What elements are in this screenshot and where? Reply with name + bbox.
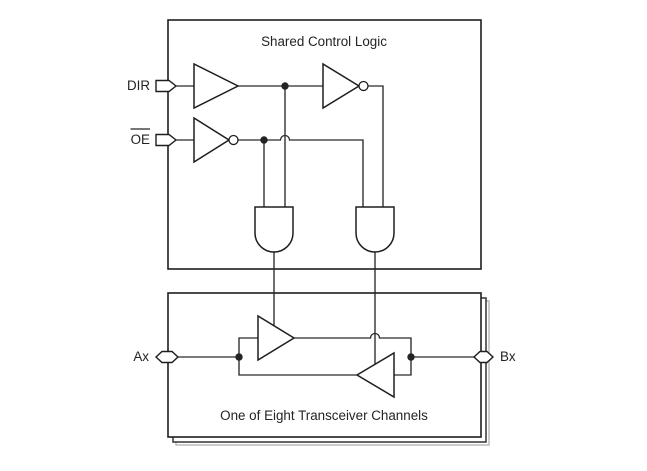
oe-inverter-gate-icon [193, 116, 231, 164]
wire-bx-to-buffer [394, 357, 412, 376]
oe-label: OE [131, 132, 150, 147]
and-gate-right-icon [355, 206, 395, 253]
ax-label: Ax [133, 349, 149, 364]
wire-dir-inverter-out [368, 85, 384, 207]
channel-box-title: One of Eight Transceiver Channels [220, 408, 428, 423]
ax-terminal-icon [154, 350, 180, 364]
channel-box [167, 292, 482, 438]
wire-oe-out-with-hop [238, 134, 364, 207]
oe-inverter-bubble-icon [228, 134, 239, 146]
oe-pin-icon [155, 133, 178, 147]
wires [176, 85, 474, 376]
junction-dot-dir [281, 82, 289, 90]
buffer-b-to-a-gate-icon [355, 351, 395, 399]
junction-dot-bx [407, 353, 415, 361]
wire-buffer-a-out-with-hop [294, 332, 412, 357]
wire-buffer-b-out [238, 357, 357, 376]
junction-dot-oe [260, 136, 268, 144]
and-gate-left-icon [254, 206, 294, 253]
buffer-a-to-b-gate-icon [257, 314, 296, 362]
junction-dot-ax [235, 353, 243, 361]
control-logic-title: Shared Control Logic [261, 34, 387, 49]
bx-terminal-icon [472, 350, 495, 364]
dir-pin-icon [155, 79, 178, 93]
wire-ax-to-buffer [238, 337, 258, 357]
dir-label: DIR [127, 78, 150, 93]
dir-inverter-gate-icon [322, 62, 361, 110]
labels: Shared Control Logic One of Eight Transc… [127, 34, 516, 423]
dir-inverter-bubble-icon [358, 80, 369, 92]
dir-buffer-gate-icon [193, 62, 240, 110]
bx-label: Bx [500, 349, 516, 364]
